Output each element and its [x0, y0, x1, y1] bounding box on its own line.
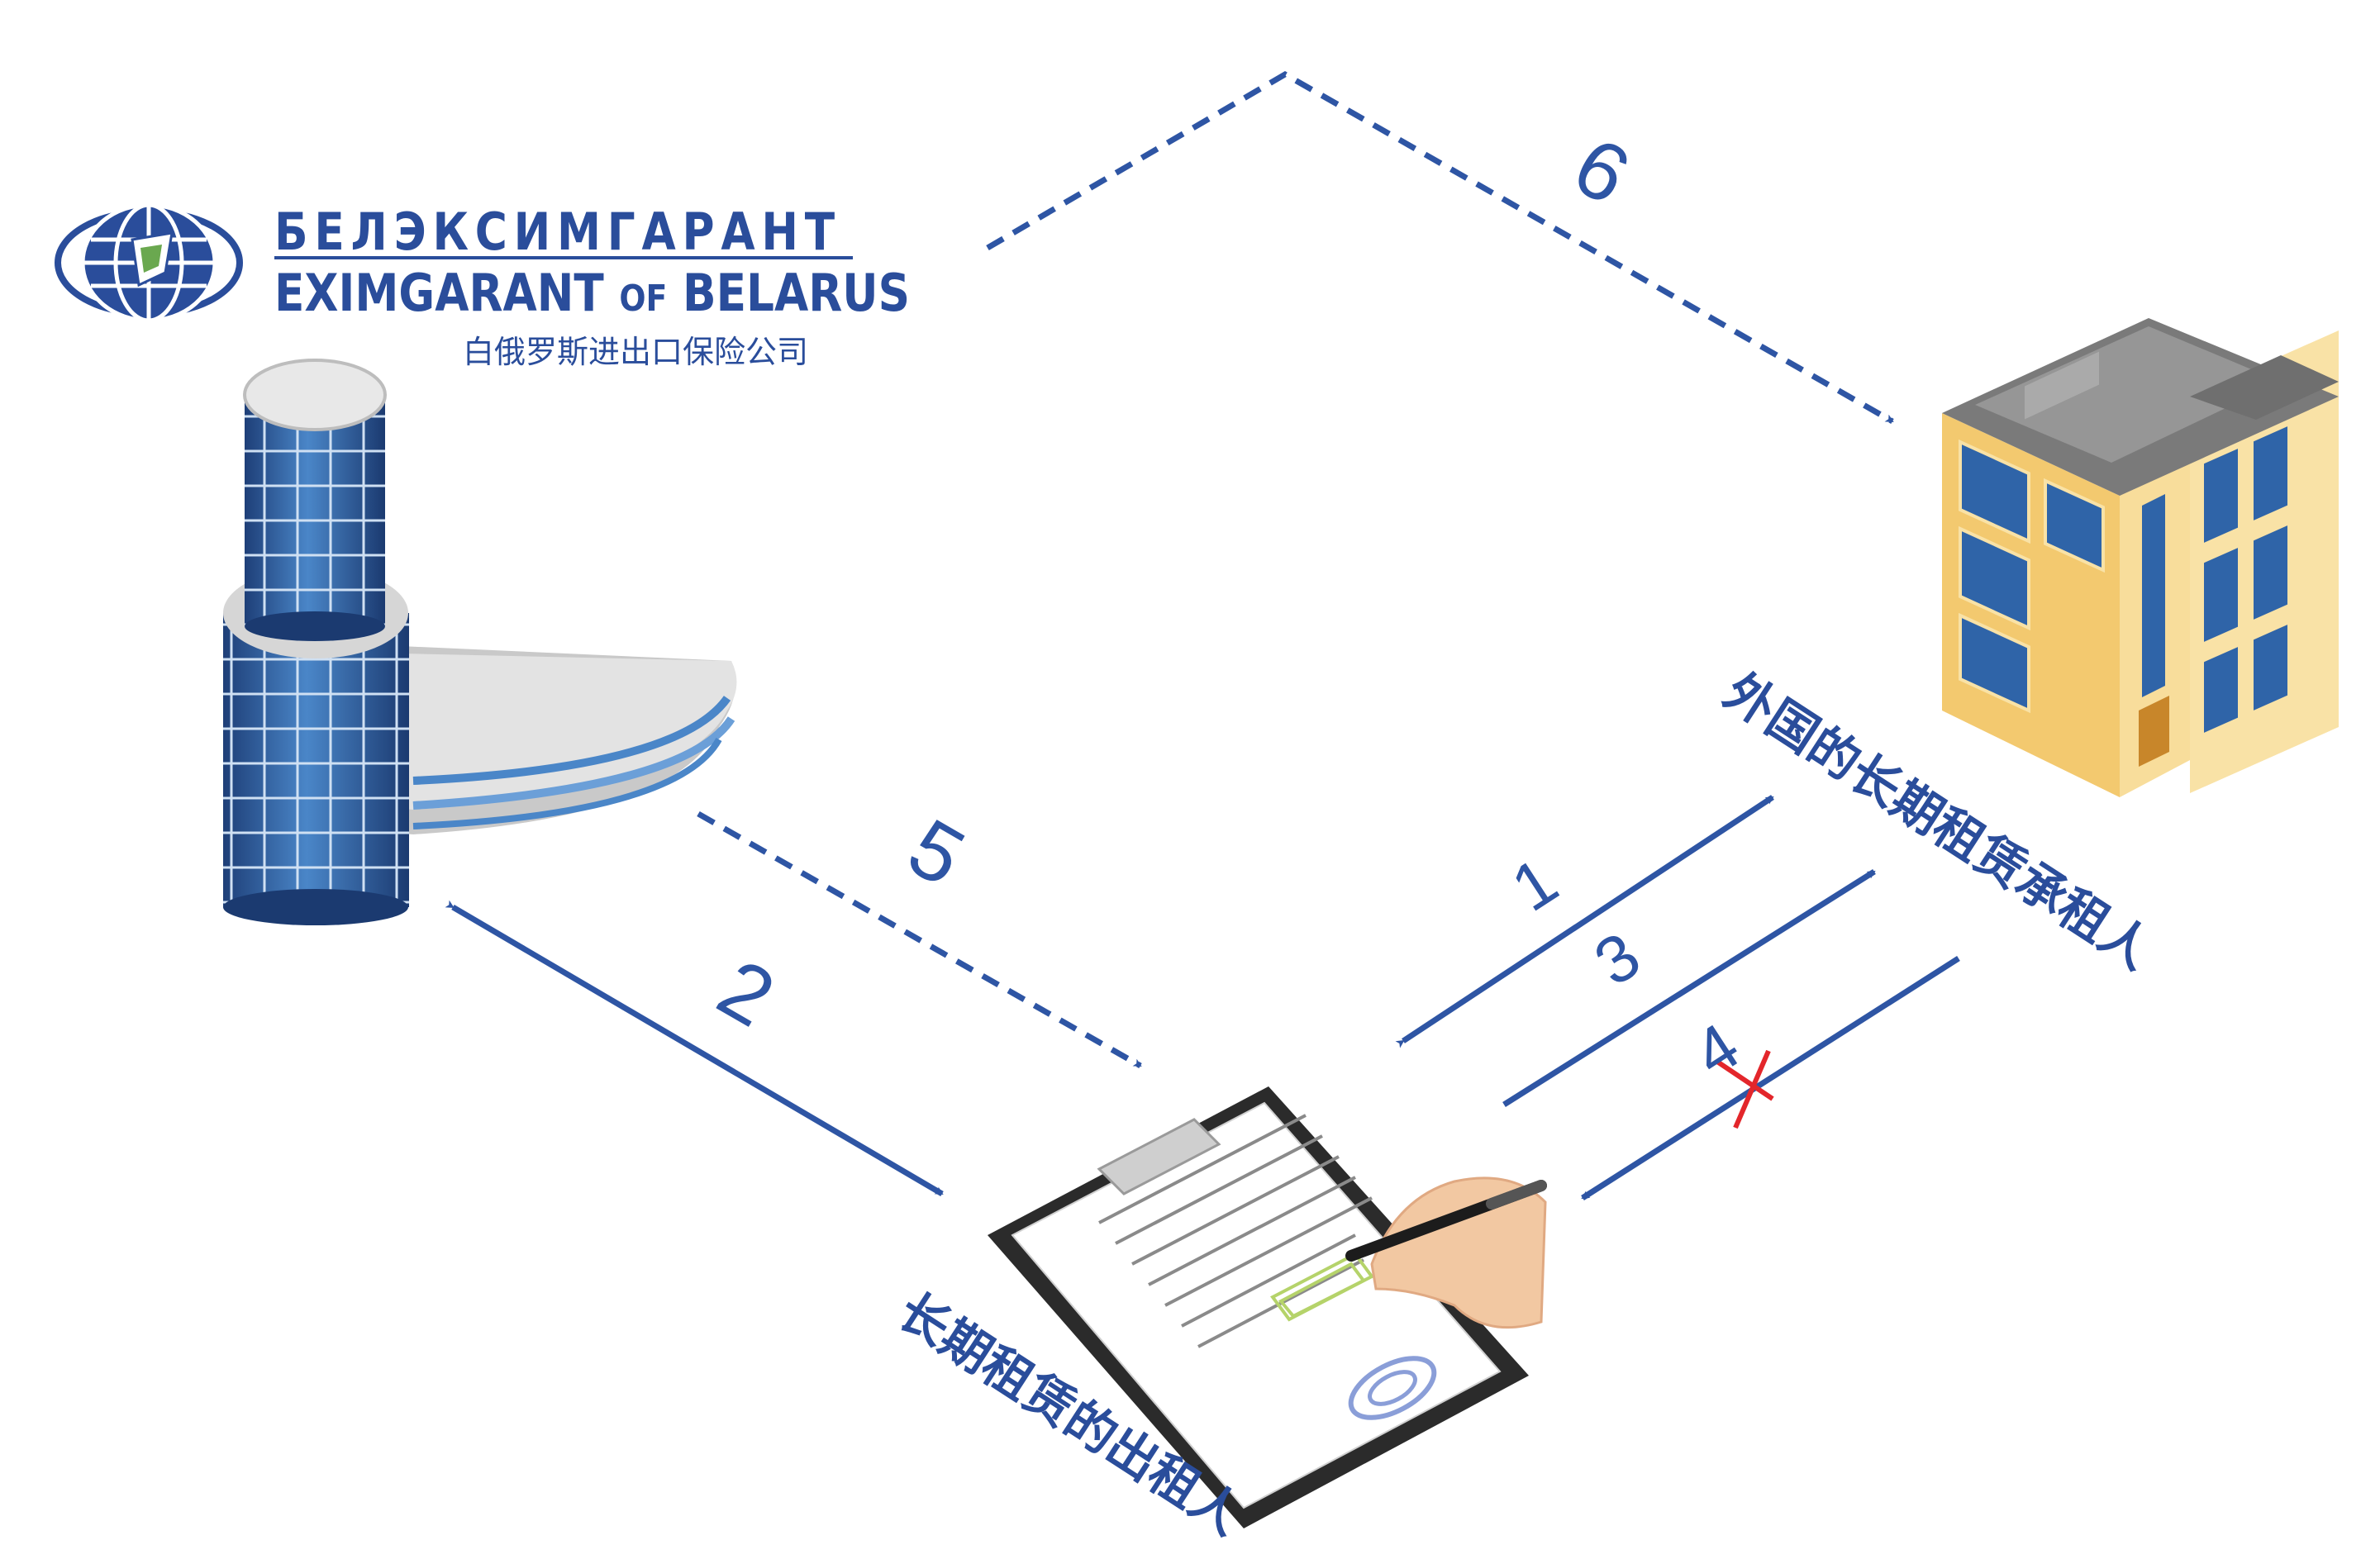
flow-arrows	[445, 70, 1960, 1200]
eximgarant-logo-emblem	[55, 202, 243, 323]
lessee-office-building	[1942, 318, 2339, 797]
logo-en-part1: EXIMGARANT	[274, 263, 620, 323]
logo-divider	[274, 256, 853, 259]
flow-arrow-3	[1502, 869, 1876, 1107]
logo-name-chinese: 白俄罗斯进出口保险公司	[463, 334, 809, 370]
flow-arrow-1	[1395, 795, 1774, 1048]
logo-en-part2: BELARUS	[667, 263, 911, 323]
eximgarant-tower-building	[223, 359, 737, 925]
flow-arrow-2	[445, 900, 944, 1197]
flow-arrow-4	[1581, 956, 1960, 1200]
logo-name-russian: БЕЛЭКСИМГАРАНТ	[274, 202, 841, 262]
logo-en-of: OF	[619, 278, 668, 320]
logo-name-english: EXIMGARANT OF BELARUS	[274, 263, 910, 323]
cancel-cross-mark	[1716, 1049, 1774, 1129]
lessor-contract-clipboard	[988, 1086, 1547, 1528]
flow-arrow-6	[986, 70, 1894, 425]
